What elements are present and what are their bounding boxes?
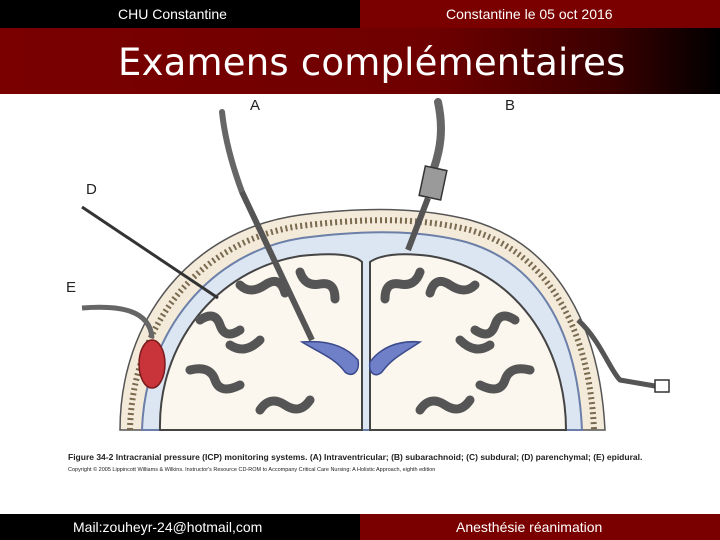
header-left: CHU Constantine (0, 0, 360, 28)
footer-left: Mail:zouheyr-24@hotmail,com (0, 514, 360, 540)
bolt-b-shaft (405, 196, 431, 252)
catheter-c (576, 318, 656, 389)
icp-monitoring-figure: A B C D E (60, 94, 689, 514)
footer-email: Mail:zouheyr-24@hotmail,com (73, 519, 263, 535)
figure-caption: Figure 34-2 Intracranial pressure (ICP) … (68, 452, 668, 474)
footer-department: Anesthésie réanimation (456, 519, 603, 535)
caption-text: Figure 34-2 Intracranial pressure (ICP) … (68, 452, 643, 462)
label-a: A (250, 97, 260, 114)
label-b: B (505, 97, 515, 114)
bolt-b (418, 165, 448, 201)
epidural-sensor-e (138, 339, 166, 389)
left-ventricle (299, 340, 360, 376)
title-bar (0, 28, 720, 94)
footer-bar: Mail:zouheyr-24@hotmail,com Anesthésie r… (0, 514, 720, 540)
header-right: Constantine le 05 oct 2016 (360, 0, 720, 28)
bolt-b-tube (430, 98, 445, 172)
catheter-e-tube (81, 304, 155, 339)
header-bar: CHU Constantine Constantine le 05 oct 20… (0, 0, 720, 28)
header-date: Constantine le 05 oct 2016 (446, 6, 613, 22)
label-d: D (86, 181, 97, 198)
brain-diagram: A B C D E (66, 97, 689, 431)
catheter-d (81, 205, 219, 300)
caption-copyright: Copyright © 2005 Lippincott Williams & W… (68, 467, 436, 473)
footer-right: Anesthésie réanimation (360, 514, 720, 540)
skull-bone (127, 217, 597, 431)
catheter-a-tube (219, 109, 245, 195)
header-institution: CHU Constantine (118, 6, 227, 22)
catheter-c-connector (654, 379, 670, 393)
label-e: E (66, 279, 76, 296)
gyri (185, 267, 535, 415)
catheter-a (239, 190, 315, 342)
slide-title: Examens complémentaires (118, 41, 626, 84)
right-ventricle (368, 340, 423, 376)
